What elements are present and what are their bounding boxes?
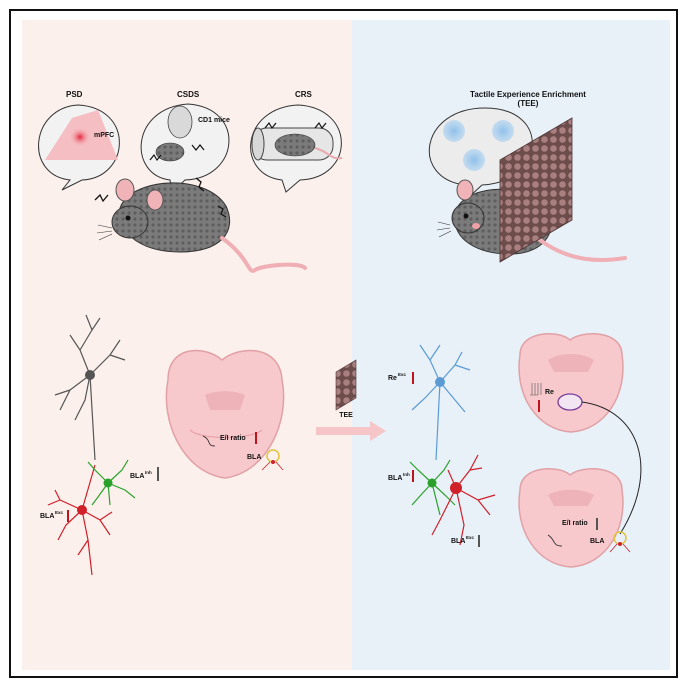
ei-ratio-label: E/I ratio: [220, 435, 246, 442]
bla-exc-soma-right: [450, 482, 462, 494]
tee-arrow-label: TEE: [339, 412, 353, 419]
tee-title-abbrev: (TEE): [518, 99, 539, 108]
tactile-spot: [492, 120, 514, 142]
projection-neuron-grey: [54, 314, 126, 461]
cd1-label: CD1 mice: [198, 117, 230, 124]
tee-title: Tactile Experience Enrichment: [470, 90, 586, 99]
crs-label: CRS: [295, 90, 313, 99]
cd1-mouse-icon: [167, 105, 193, 139]
re-nucleus-marker: [557, 393, 583, 411]
ei-ratio-label-right: E/I ratio: [562, 520, 588, 527]
tactile-spot: [463, 149, 485, 171]
bla-inh-label: BLA: [130, 473, 144, 480]
coronal-slice-re: Re: [518, 333, 624, 433]
bla-inh-neuron-right: [409, 459, 456, 516]
bla-inh-soma-right: [427, 478, 437, 488]
coronal-slice-left: E/I ratio BLA: [165, 349, 285, 479]
bla-region-label: BLA: [247, 454, 261, 461]
coronal-slice-bla: E/I ratio BLA: [518, 468, 631, 568]
tee-arrow: [316, 421, 386, 441]
bla-exc-neuron: [47, 464, 113, 576]
csds-label: CSDS: [177, 90, 200, 99]
bla-exc-soma: [77, 505, 87, 515]
mpfc-spot: [69, 127, 91, 147]
no-change-bar: [596, 518, 598, 530]
svg-text:Exc: Exc: [466, 535, 475, 540]
increase-bar: [412, 470, 414, 482]
psd-bubble: mPFC: [38, 104, 120, 191]
no-change-bar: [478, 535, 480, 547]
csds-bubble: CD1 mice: [140, 103, 230, 193]
tactile-spot: [443, 120, 465, 142]
increase-bar: [412, 372, 414, 384]
svg-text:Inh: Inh: [403, 472, 410, 477]
stressed-mouse: [94, 177, 307, 273]
figure-frame: [9, 9, 678, 678]
svg-text:Exc: Exc: [55, 510, 64, 515]
bla-region-label-right: BLA: [590, 538, 604, 545]
grey-neuron-soma: [85, 370, 95, 380]
increase-bar: [538, 400, 540, 412]
increase-bar: [255, 432, 257, 444]
restrained-mouse-icon: [274, 133, 316, 157]
bla-inh-neuron: [87, 459, 136, 506]
tactile-bead-mat: [499, 117, 573, 263]
re-region-label: Re: [545, 389, 554, 396]
bla-exc-neuron-right: [431, 454, 496, 546]
re-bla-projection: [581, 401, 642, 535]
bla-inh-soma: [103, 478, 113, 488]
firing-trace: [530, 383, 542, 396]
re-exc-neuron: [411, 344, 471, 461]
re-exc-label: Re: [388, 375, 397, 382]
no-change-bar: [157, 467, 159, 481]
epsc-trace: [202, 435, 216, 447]
psd-label: PSD: [66, 90, 83, 99]
small-mouse-icon: [155, 142, 185, 162]
bla-exc-label-right: BLA: [451, 538, 465, 545]
bla-exc-label: BLA: [40, 513, 54, 520]
epsc-trace-right: [547, 534, 563, 547]
re-exc-soma: [435, 377, 445, 387]
crs-bubble: [250, 104, 343, 193]
bla-inh-label-right: BLA: [388, 475, 402, 482]
mpfc-label: mPFC: [94, 132, 114, 139]
tee-mat-icon: [335, 359, 357, 411]
svg-text:Exc: Exc: [398, 372, 407, 377]
increase-bar: [67, 510, 69, 522]
svg-text:Inh: Inh: [145, 470, 152, 475]
